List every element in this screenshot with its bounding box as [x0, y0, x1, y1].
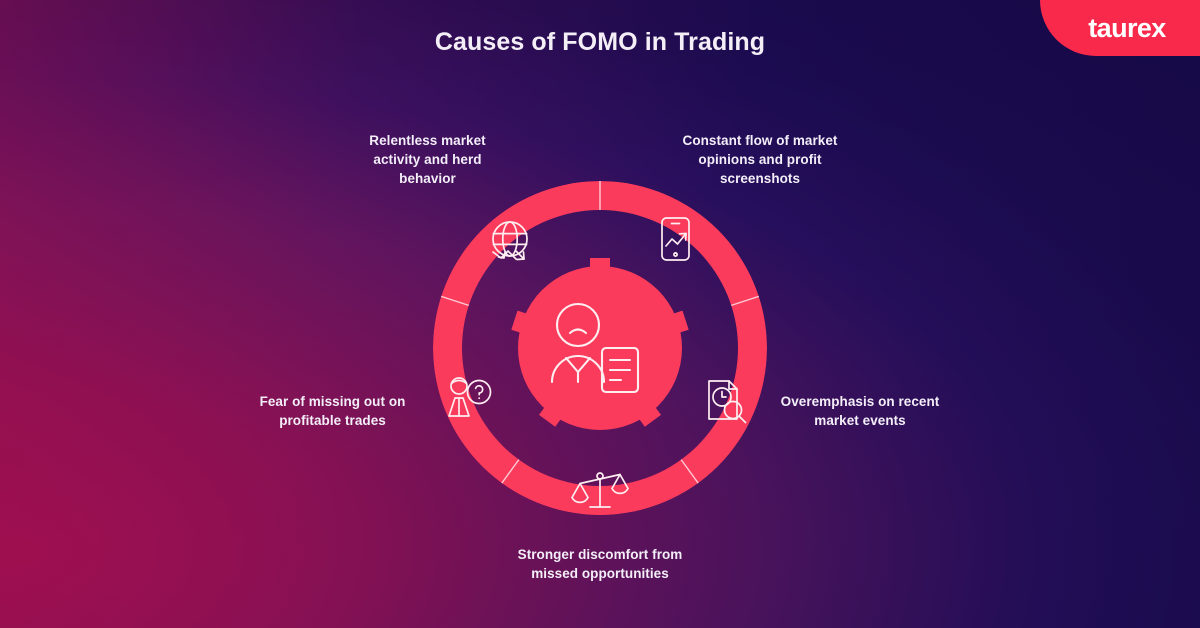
smartphone-chart-icon [661, 217, 690, 261]
brand-logo-badge: taurex [1040, 0, 1200, 56]
person-question-mark-icon [448, 377, 492, 417]
segment-label-constant-flow-of-opinions: Constant flow of market opinions and pro… [682, 133, 838, 186]
brand-logo-text: taurex [1088, 12, 1166, 43]
segment-label-stronger-discomfort: Stronger discomfort from missed opportun… [517, 547, 683, 581]
segment-label-relentless-market-activity: Relentless market activity and herd beha… [369, 133, 486, 186]
document-clock-magnifier-icon [708, 380, 747, 424]
segment-label-fear-of-missing-out: Fear of missing out on profitable trades [259, 394, 406, 428]
page-title: Causes of FOMO in Trading [434, 28, 766, 56]
balance-scales-icon [571, 472, 629, 508]
center-disc [518, 266, 682, 430]
segment-label-overemphasis-recent-events: Overemphasis on recent market events [780, 394, 940, 428]
segment-dividers [440, 181, 760, 484]
sad-person-with-document-icon [550, 302, 640, 394]
globe-trend-arrow-icon [492, 221, 528, 261]
